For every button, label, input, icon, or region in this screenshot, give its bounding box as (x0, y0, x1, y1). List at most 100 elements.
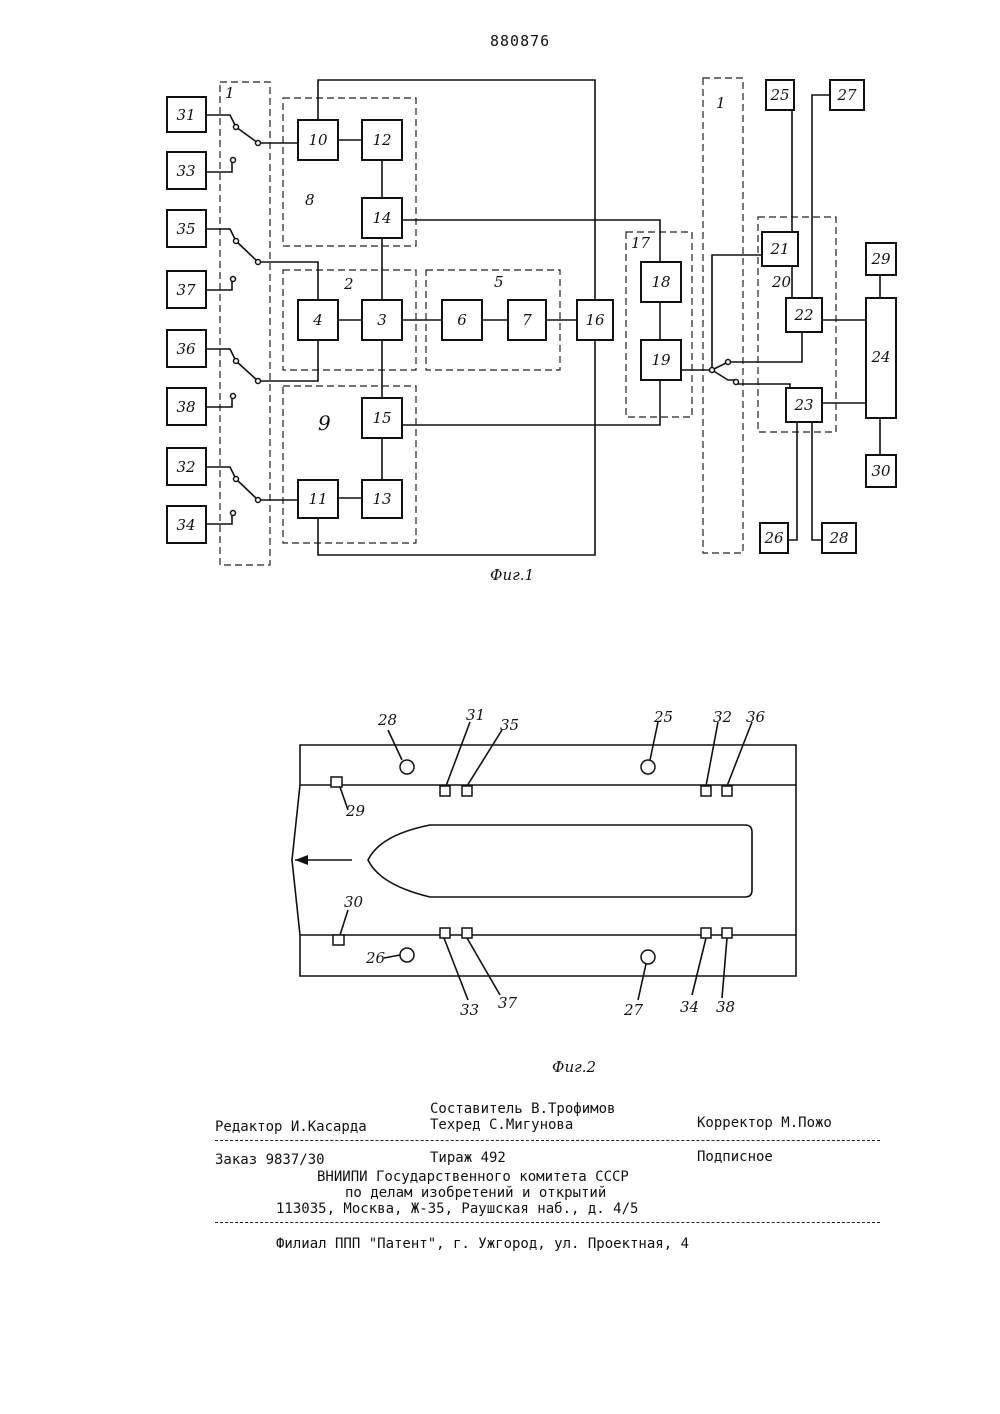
label-17: 17 (631, 234, 651, 252)
label-29: 29 (870, 250, 891, 268)
block-38: 38 (167, 388, 206, 425)
rule-bottom (215, 1222, 880, 1223)
block-30: 30 (866, 455, 896, 487)
figure-2-caption: Фиг.2 (552, 1058, 596, 1076)
label-10: 10 (308, 131, 328, 149)
label-38: 38 (716, 998, 735, 1016)
track-outline (292, 745, 796, 976)
label-9: 9 (318, 411, 331, 435)
block-24: 24 (866, 298, 896, 418)
label-26: 26 (365, 949, 386, 967)
label-24: 24 (870, 348, 890, 366)
block-21: 21 (762, 232, 798, 266)
label-7: 7 (522, 311, 532, 329)
block-13: 13 (362, 480, 402, 518)
block-6: 6 (442, 300, 482, 340)
label-4: 4 (312, 311, 323, 329)
block-25: 25 (766, 80, 794, 110)
sensor-squares (331, 777, 732, 945)
label-36: 36 (176, 340, 196, 358)
block-14: 14 (362, 198, 402, 238)
label-6: 6 (457, 311, 467, 329)
block-3: 3 (362, 300, 402, 340)
label-3: 3 (377, 311, 387, 329)
label-1-right: 1 (716, 94, 726, 112)
group-1-right (703, 78, 743, 553)
label-5: 5 (494, 273, 504, 291)
label-29: 29 (345, 802, 366, 820)
block-33: 33 (167, 152, 206, 189)
block-32: 32 (167, 448, 206, 485)
label-18: 18 (651, 273, 670, 291)
label-26: 26 (763, 529, 784, 547)
label-28: 28 (377, 711, 397, 729)
imprint-org-line2: по делам изобретений и открытий (345, 1185, 606, 1201)
figure-1-block-diagram: 31 33 35 37 36 38 32 34 10 12 14 8 1 4 3… (0, 0, 1000, 600)
label-20: 20 (771, 273, 792, 291)
label-31: 31 (176, 106, 195, 124)
imprint-compiler: Составитель В.Трофимов (430, 1101, 615, 1117)
block-4: 4 (298, 300, 338, 340)
direction-arrow (295, 855, 352, 865)
label-37: 37 (176, 281, 196, 299)
label-23: 23 (793, 396, 813, 414)
block-34: 34 (167, 506, 206, 543)
label-11: 11 (308, 490, 327, 508)
label-19: 19 (651, 351, 671, 369)
block-11: 11 (298, 480, 338, 518)
block-12: 12 (362, 120, 402, 160)
block-27: 27 (830, 80, 864, 110)
sensor-circles (400, 760, 655, 964)
label-27: 27 (836, 86, 857, 104)
group-1-left (220, 82, 270, 565)
imprint-org-line1: ВНИИПИ Государственного комитета СССР (317, 1169, 629, 1185)
label-16: 16 (585, 311, 605, 329)
block-22: 22 (786, 298, 822, 332)
label-34: 34 (680, 998, 699, 1016)
block-7: 7 (508, 300, 546, 340)
label-21: 21 (769, 240, 789, 258)
imprint-techred: Техред С.Мигунова (430, 1117, 573, 1133)
label-2: 2 (343, 275, 354, 293)
label-35: 35 (500, 716, 519, 734)
block-26: 26 (760, 523, 788, 553)
fig2-labels: 28 31 35 25 32 36 29 30 26 33 37 27 34 3… (344, 706, 766, 1019)
label-32: 32 (713, 708, 732, 726)
block-36: 36 (167, 330, 206, 367)
figure-1-caption: Фиг.1 (490, 566, 534, 584)
block-28: 28 (822, 523, 856, 553)
vessel-outline (368, 825, 752, 897)
block-15: 15 (362, 398, 402, 438)
label-15: 15 (372, 409, 391, 427)
label-38: 38 (176, 398, 195, 416)
imprint-address: 113035, Москва, Ж-35, Раушская наб., д. … (276, 1201, 638, 1217)
label-35: 35 (176, 220, 195, 238)
label-25: 25 (769, 86, 789, 104)
label-14: 14 (372, 209, 391, 227)
label-30: 30 (344, 893, 364, 911)
block-23: 23 (786, 388, 822, 422)
label-28: 28 (828, 529, 848, 547)
label-32: 32 (176, 458, 195, 476)
block-16: 16 (577, 300, 613, 340)
label-22: 22 (793, 306, 813, 324)
block-19: 19 (641, 340, 681, 380)
leader-lines (340, 722, 752, 1000)
rule-top (215, 1140, 880, 1141)
label-34: 34 (176, 516, 195, 534)
label-37: 37 (498, 994, 518, 1012)
imprint-circulation: Тираж 492 (430, 1150, 506, 1166)
block-37: 37 (167, 271, 206, 308)
label-1-left: 1 (225, 84, 235, 102)
imprint-subscription: Подписное (697, 1149, 773, 1165)
block-18: 18 (641, 262, 681, 302)
label-8: 8 (305, 191, 315, 209)
imprint-branch: Филиал ППП "Патент", г. Ужгород, ул. Про… (276, 1236, 689, 1252)
imprint-corrector: Корректор М.Пожо (697, 1115, 832, 1131)
label-12: 12 (372, 131, 391, 149)
label-33: 33 (176, 162, 195, 180)
imprint-order: Заказ 9837/30 (215, 1152, 325, 1168)
block-10: 10 (298, 120, 338, 160)
label-31: 31 (466, 706, 485, 724)
block-29: 29 (866, 243, 896, 275)
